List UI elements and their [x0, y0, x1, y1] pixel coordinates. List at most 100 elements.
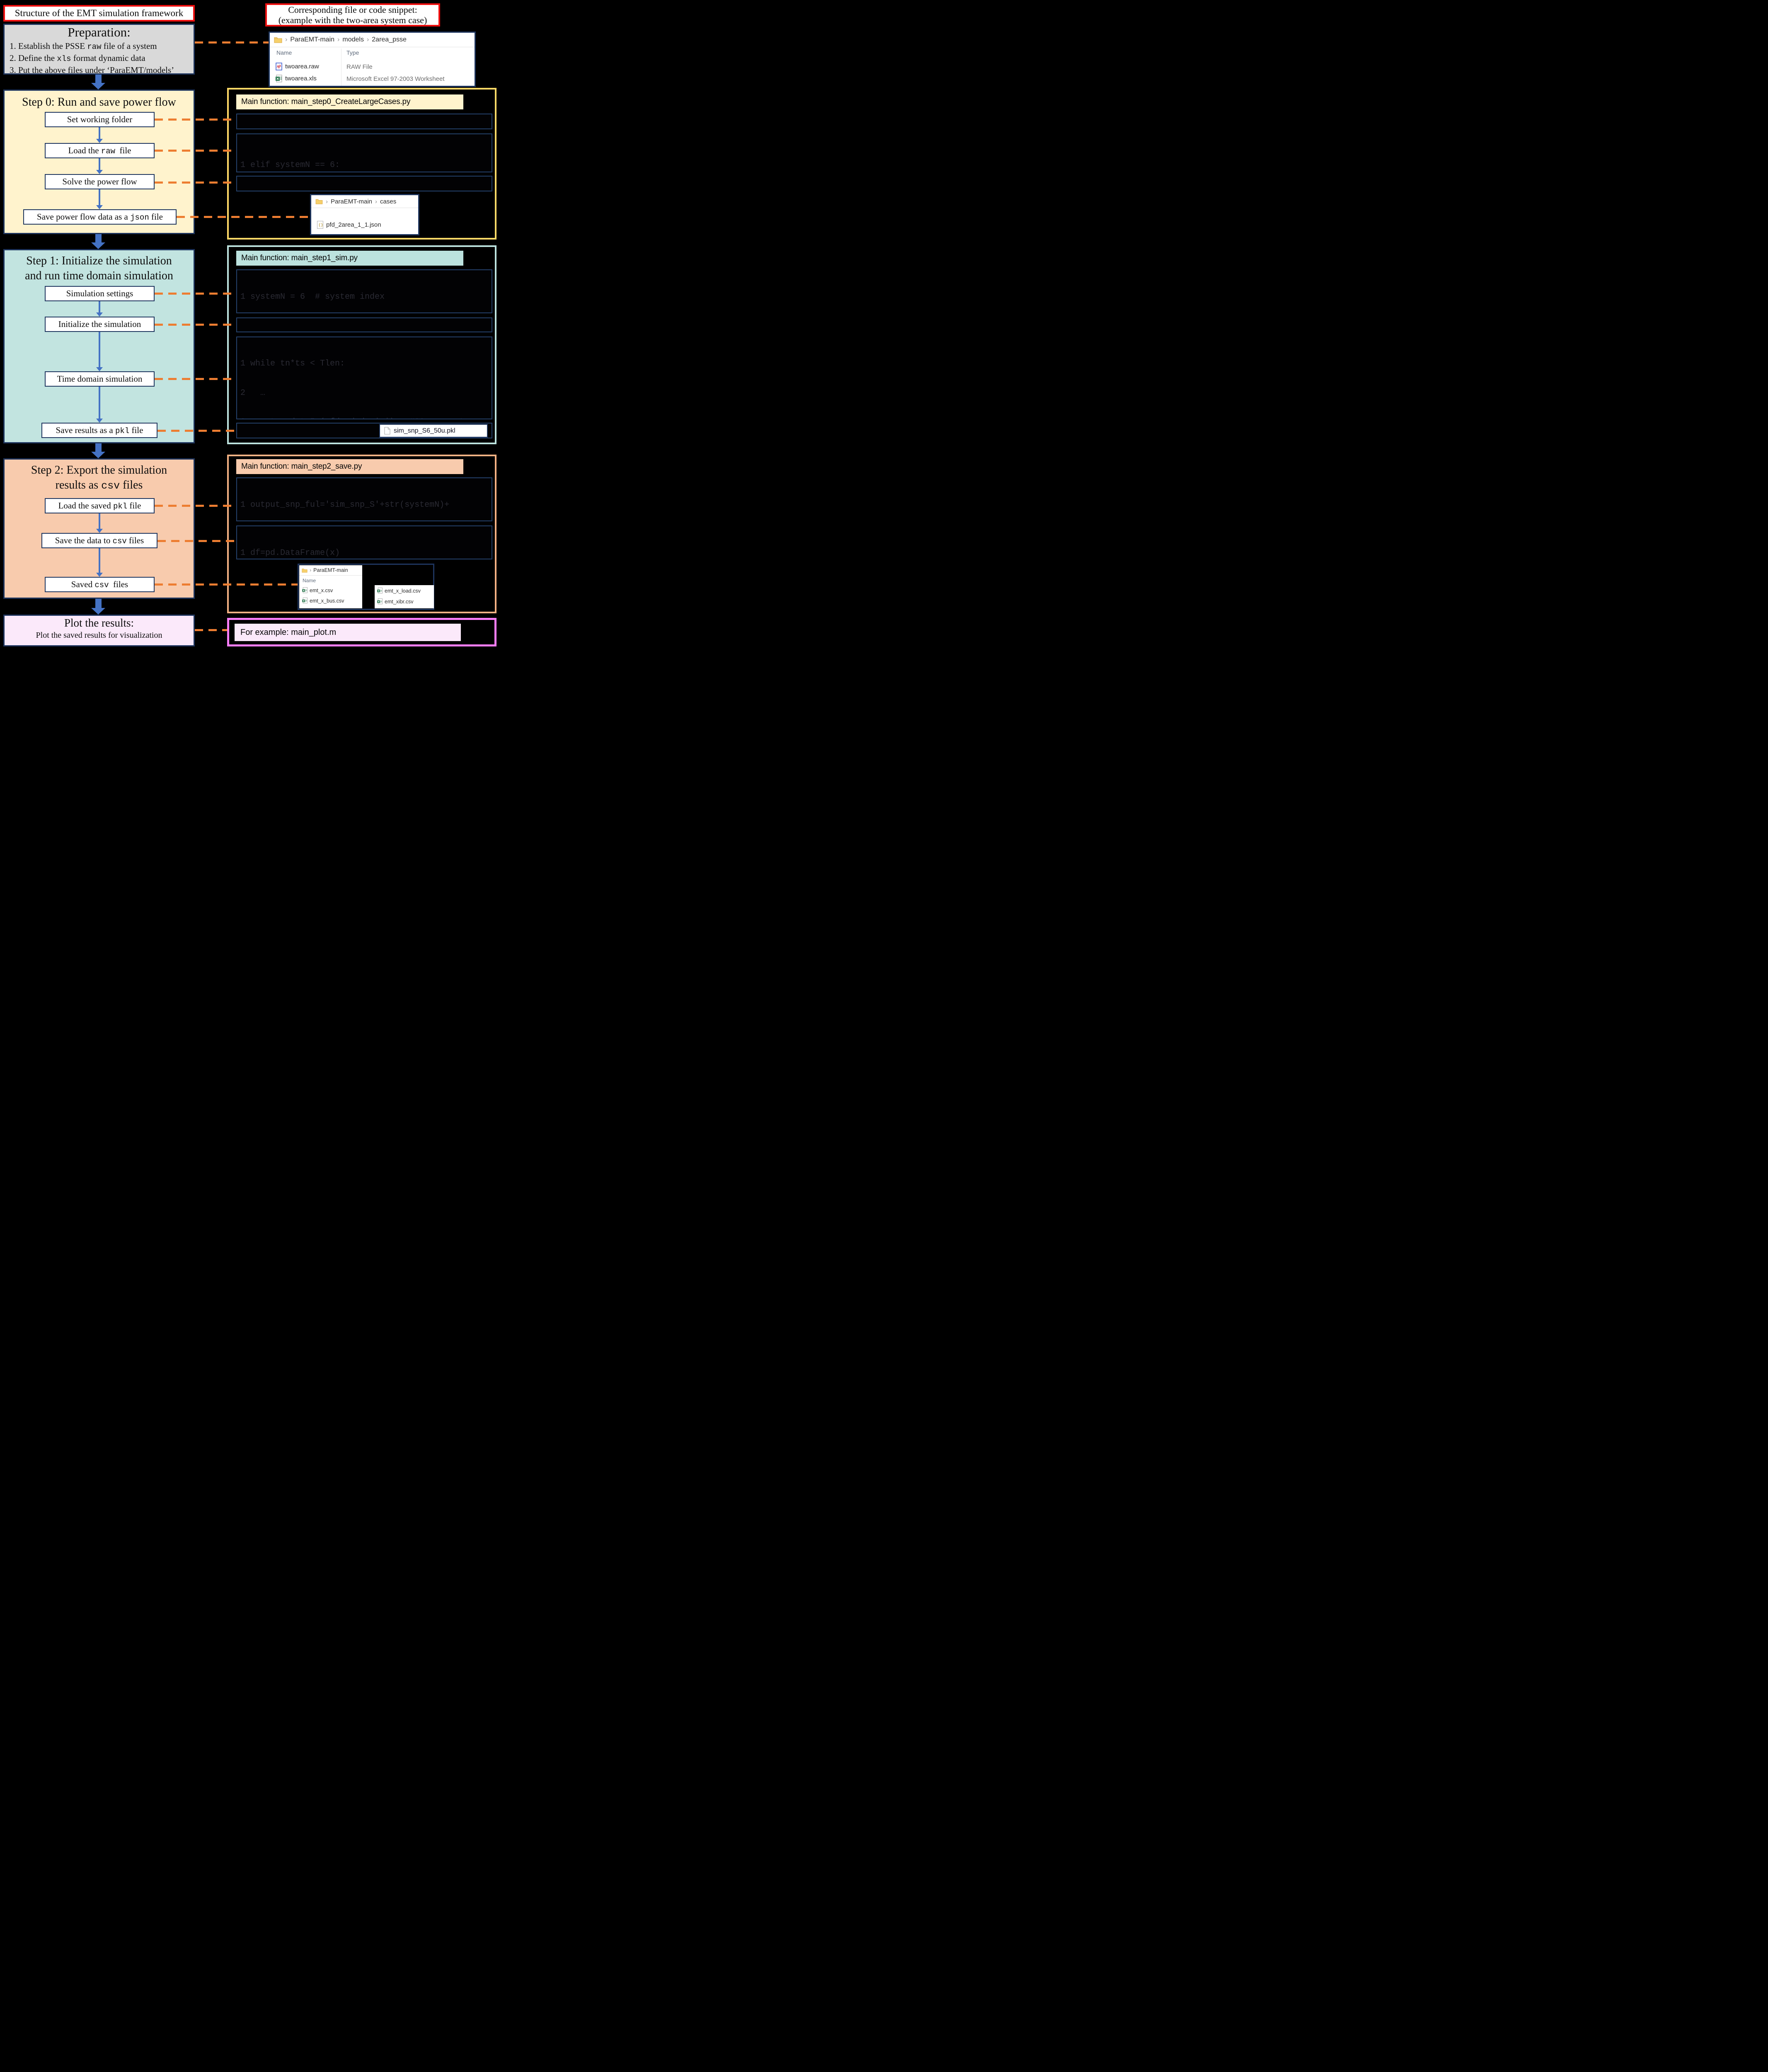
flow-arrow-down — [91, 443, 105, 458]
step2-code-load-pickle: 1 output_snp_ful='sim_snp_S'+str(systemN… — [236, 477, 492, 521]
right-header-line1: Corresponding file or code snippet: — [288, 5, 417, 15]
preparation-item: 1. Establish the PSSE raw file of a syst… — [10, 41, 157, 51]
step2-box-save-csv: Save the data to csv files — [41, 533, 157, 548]
preparation-item: 3. Put the above files under ‘ParaEMT/mo… — [10, 65, 174, 75]
file-explorer-csv-extra: emt_x_load.csv emt_xibr.csv — [375, 585, 434, 608]
chevron-right-icon: › — [285, 36, 288, 43]
step1-title-line1: Step 1: Initialize the simulation — [26, 254, 172, 267]
folder-icon — [315, 198, 323, 204]
file-name: twoarea.xls — [285, 75, 317, 82]
step2-title-line1: Step 2: Export the simulation — [31, 464, 167, 477]
file-explorer-models: › ParaEMT-main › models › 2area_psse Nam… — [269, 31, 476, 87]
file-explorer-cases: › ParaEMT-main › cases {} pfd_2area_1_1.… — [310, 194, 419, 235]
file-row: emt_x_load.csv — [377, 588, 421, 594]
step0-box-set-working-folder: Set working folder — [45, 112, 155, 127]
connector-dash — [195, 41, 269, 44]
step0-title: Step 0: Run and save power flow — [22, 96, 176, 109]
file-row: twoarea.xls — [276, 75, 317, 82]
connector-dash — [177, 216, 310, 218]
flow-arrow-down — [91, 234, 105, 249]
chevron-right-icon: › — [326, 198, 328, 205]
breadcrumb-item: models — [342, 36, 364, 43]
code-line: 1 df=pd.DataFrame(x) — [240, 548, 340, 558]
code-line: 1 elif systemN == 6: — [240, 160, 340, 170]
breadcrumb: › ParaEMT-main › models › 2area_psse — [270, 33, 475, 47]
connector-dash — [155, 293, 236, 295]
code-line: 3 emt.updateIg(pfd, dyd, ini) #SG curren… — [240, 417, 488, 419]
step1-box-time-domain: Time domain simulation — [45, 371, 155, 387]
left-header-title: Structure of the EMT simulation framewor… — [15, 8, 184, 18]
code-line: 2 … — [240, 388, 266, 398]
file-row: emt_x_bus.csv — [302, 598, 344, 604]
flow-arrow-down — [96, 158, 103, 174]
step1-box-simulation-settings: Simulation settings — [45, 286, 155, 301]
folder-icon — [274, 36, 282, 43]
step0-box-load-raw: Load the raw file — [45, 143, 155, 158]
file-type: Microsoft Excel 97-2003 Worksheet — [346, 75, 445, 82]
step1-box-save-pkl: Save results as a pkl file — [41, 423, 157, 438]
step2-code-to-csv: 1 df=pd.DataFrame(x) 2 df.to_csv("emt_x.… — [236, 525, 492, 559]
step1-main-function-header: Main function: main_step1_sim.py — [236, 251, 463, 266]
step1-code-while-loop: 1 while tn*ts < Tlen: 2 … 3 emt.updateIg… — [236, 336, 492, 419]
connector-dash — [155, 583, 298, 586]
breadcrumb: › ParaEMT-main › cases — [311, 195, 418, 208]
pkl-file-chip: sim_snp_S6_50u.pkl — [379, 424, 488, 438]
plot-subtitle: Plot the saved results for visualization — [36, 631, 162, 640]
file-row: twoarea.raw — [276, 63, 319, 70]
breadcrumb: › ParaEMT-main — [299, 565, 362, 575]
folder-icon — [302, 568, 308, 573]
step1-title-line2: and run time domain simulation — [25, 269, 173, 282]
raw-file-icon — [276, 63, 282, 70]
flow-arrow-down — [96, 387, 103, 423]
flow-arrow-down — [96, 127, 103, 143]
breadcrumb-item: cases — [380, 198, 397, 205]
code-line: 1 output_snp_ful='sim_snp_S'+str(systemN… — [240, 500, 450, 510]
file-name: emt_x_load.csv — [385, 588, 421, 594]
breadcrumb-item: ParaEMT-main — [290, 36, 335, 43]
step1-code-initialize: 1 (pfd,ini,dyd,emt) = initialize_emt(…, … — [236, 317, 492, 332]
chevron-right-icon: › — [366, 36, 369, 43]
svg-text:{}: {} — [318, 223, 323, 228]
emt-framework-diagram: Structure of the EMT simulation framewor… — [0, 0, 500, 650]
chevron-right-icon: › — [375, 198, 378, 205]
file-name: emt_x.csv — [310, 587, 333, 593]
column-header-type: Type — [346, 49, 359, 56]
step0-box-save-json: Save power flow data as a json file — [23, 209, 177, 225]
csv-file-icon — [377, 598, 383, 605]
xls-file-icon — [276, 75, 282, 82]
breadcrumb-item: 2area_psse — [372, 36, 407, 43]
code-line: 1 while tn*ts < Tlen: — [240, 359, 345, 368]
column-header-name: Name — [276, 49, 292, 56]
file-row: emt_x.csv — [302, 587, 333, 593]
preparation-title: Preparation: — [68, 25, 131, 39]
connector-dash — [155, 119, 236, 121]
breadcrumb-item: ParaEMT-main — [331, 198, 373, 205]
file-name: emt_x_bus.csv — [310, 598, 344, 604]
step2-box-load-pkl: Load the saved pkl file — [45, 498, 155, 513]
pkl-file-icon — [384, 427, 390, 435]
preparation-item: 2. Define the xls format dynamic data — [10, 53, 145, 63]
diagram-right-header: Corresponding file or code snippet: (exa… — [265, 3, 440, 27]
right-header-line2: (example with the two-area system case) — [278, 15, 427, 25]
step0-code-nsol: 1 psspy.nsol([0, 0, 0, 1, 1, 0, 0]) — [236, 176, 492, 191]
code-line: 1 systemN = 6 # system index — [240, 292, 385, 302]
flow-arrow-down — [96, 513, 103, 533]
flow-arrow-down — [91, 75, 105, 90]
file-explorer-csv: › ParaEMT-main Name emt_x.csv emt_x_bus.… — [299, 565, 362, 608]
file-row: emt_xibr.csv — [377, 598, 413, 605]
connector-dash — [157, 540, 236, 542]
step0-code-read-raw: 1 elif systemN == 6: 2 psspy.read(0,work… — [236, 133, 492, 172]
flow-arrow-down — [96, 301, 103, 317]
connector-dash — [195, 629, 227, 631]
chevron-right-icon: › — [337, 36, 340, 43]
breadcrumb-item: ParaEMT-main — [313, 567, 348, 573]
file-name: sim_snp_S6_50u.pkl — [394, 427, 455, 434]
divider — [299, 575, 362, 576]
csv-file-icon — [377, 588, 383, 594]
file-type: RAW File — [346, 63, 373, 70]
flow-arrow-down — [96, 548, 103, 577]
step2-box-saved-csv: Saved csv files — [45, 577, 155, 592]
plot-title: Plot the results: — [64, 617, 134, 629]
json-file-icon: {} — [317, 221, 323, 229]
connector-dash — [155, 182, 236, 184]
